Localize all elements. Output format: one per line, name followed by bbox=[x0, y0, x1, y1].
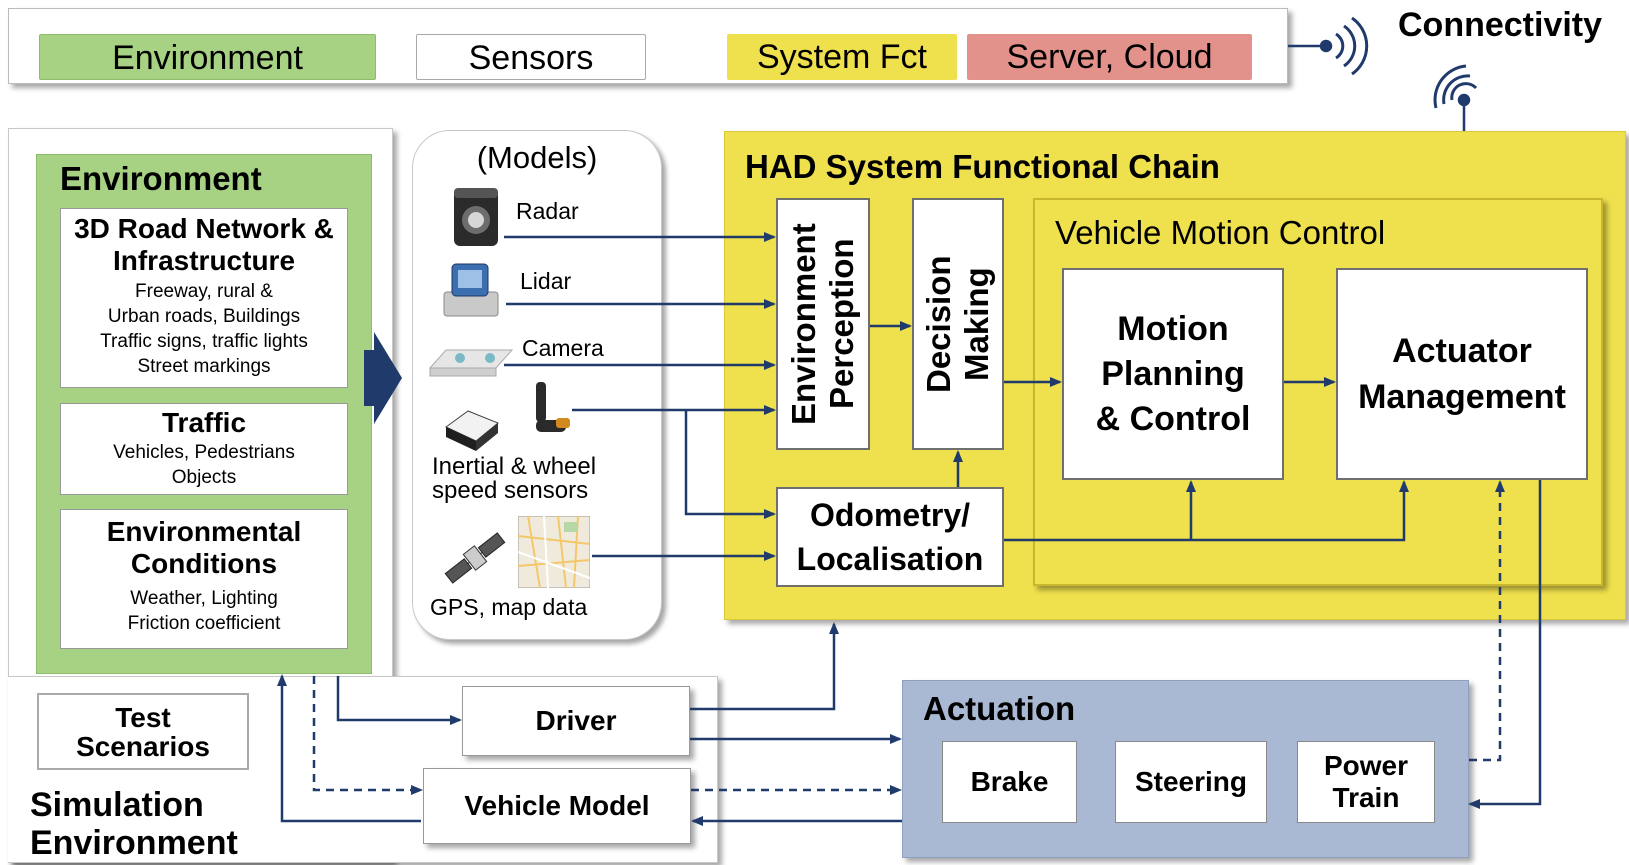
actuator-powertrain-arrow bbox=[1468, 480, 1542, 809]
vehicle-environment-arrow bbox=[277, 674, 421, 823]
environment-driver-arrow bbox=[336, 676, 462, 725]
conditions-line: Weather, Lighting bbox=[130, 588, 278, 609]
steering-box: Steering bbox=[1115, 741, 1267, 823]
radar-label: Radar bbox=[516, 198, 579, 224]
road-network-line: Street markings bbox=[137, 356, 271, 377]
connectivity-node bbox=[1319, 39, 1333, 53]
had-title: HAD System Functional Chain bbox=[745, 148, 1220, 185]
legend-sensors: Sensors bbox=[416, 34, 646, 80]
legend-system-fct: System Fct bbox=[727, 34, 957, 80]
camera-label: Camera bbox=[522, 335, 604, 361]
legend-bar: Environment Sensors System Fct Server, C… bbox=[8, 8, 1288, 84]
road-network-line: Freeway, rural & bbox=[135, 281, 273, 302]
inertial-odometry-arrow bbox=[684, 410, 776, 519]
road-network-line: Traffic signs, traffic lights bbox=[100, 331, 308, 352]
map-icon bbox=[518, 516, 590, 588]
wheel-speed-sensor-icon bbox=[536, 382, 570, 432]
driver-box: Driver bbox=[462, 686, 690, 756]
env-to-sensors-arrow bbox=[364, 332, 402, 424]
legend-server-cloud: Server, Cloud bbox=[967, 34, 1252, 80]
inertial-sensor-icon bbox=[445, 410, 499, 451]
environment-vehicle-arrow bbox=[312, 676, 423, 795]
conditions-title: Environmental Conditions bbox=[106, 516, 302, 579]
test-scenarios-box: Test Scenarios bbox=[37, 693, 249, 770]
actuation-title: Actuation bbox=[923, 690, 1076, 727]
road-network-title: 3D Road Network & Infrastructure bbox=[74, 213, 334, 276]
traffic-title: Traffic bbox=[161, 407, 247, 438]
legend-environment: Environment bbox=[39, 34, 376, 80]
environment-title: Environment bbox=[60, 160, 262, 197]
conditions-line: Friction coefficient bbox=[127, 613, 281, 634]
connectivity-label: Connectivity bbox=[1398, 6, 1603, 44]
wifi-signal-icon bbox=[1335, 16, 1478, 109]
powertrain-feedback-arrow bbox=[1469, 480, 1505, 762]
traffic-box: Traffic Vehicles, Pedestrians Objects bbox=[60, 403, 348, 495]
environment-perception-box: Environment Perception bbox=[776, 198, 870, 450]
radar-icon bbox=[454, 188, 498, 246]
camera-icon bbox=[428, 349, 514, 377]
decision-making-box: Decision Making bbox=[912, 198, 1004, 450]
vmc-title: Vehicle Motion Control bbox=[1055, 214, 1386, 251]
power-train-box: Power Train bbox=[1297, 741, 1435, 823]
traffic-line: Vehicles, Pedestrians bbox=[113, 442, 295, 463]
actuator-management-box: Actuator Management bbox=[1336, 268, 1588, 480]
road-network-line: Urban roads, Buildings bbox=[107, 306, 301, 327]
traffic-line: Objects bbox=[171, 467, 237, 488]
driver-had-arrow bbox=[690, 622, 839, 711]
brake-box: Brake bbox=[942, 741, 1077, 823]
road-network-box: 3D Road Network & Infrastructure Freeway… bbox=[60, 208, 348, 388]
motion-planning-box: Motion Planning & Control bbox=[1062, 268, 1284, 480]
vehicle-model-box: Vehicle Model bbox=[423, 768, 691, 844]
odometry-actuator-arrow bbox=[1004, 480, 1409, 542]
gps-satellite-icon bbox=[444, 532, 506, 584]
gps-label: GPS, map data bbox=[430, 594, 588, 620]
conditions-box: Environmental Conditions Weather, Lighti… bbox=[60, 509, 348, 649]
lidar-label: Lidar bbox=[520, 268, 572, 294]
lidar-icon bbox=[443, 263, 499, 317]
simulation-title: Simulation Environment bbox=[30, 786, 238, 862]
odometry-box: Odometry/ Localisation bbox=[776, 487, 1004, 587]
sensors-header: (Models) bbox=[476, 140, 598, 175]
inertial-label: Inertial & wheel speed sensors bbox=[432, 453, 597, 504]
